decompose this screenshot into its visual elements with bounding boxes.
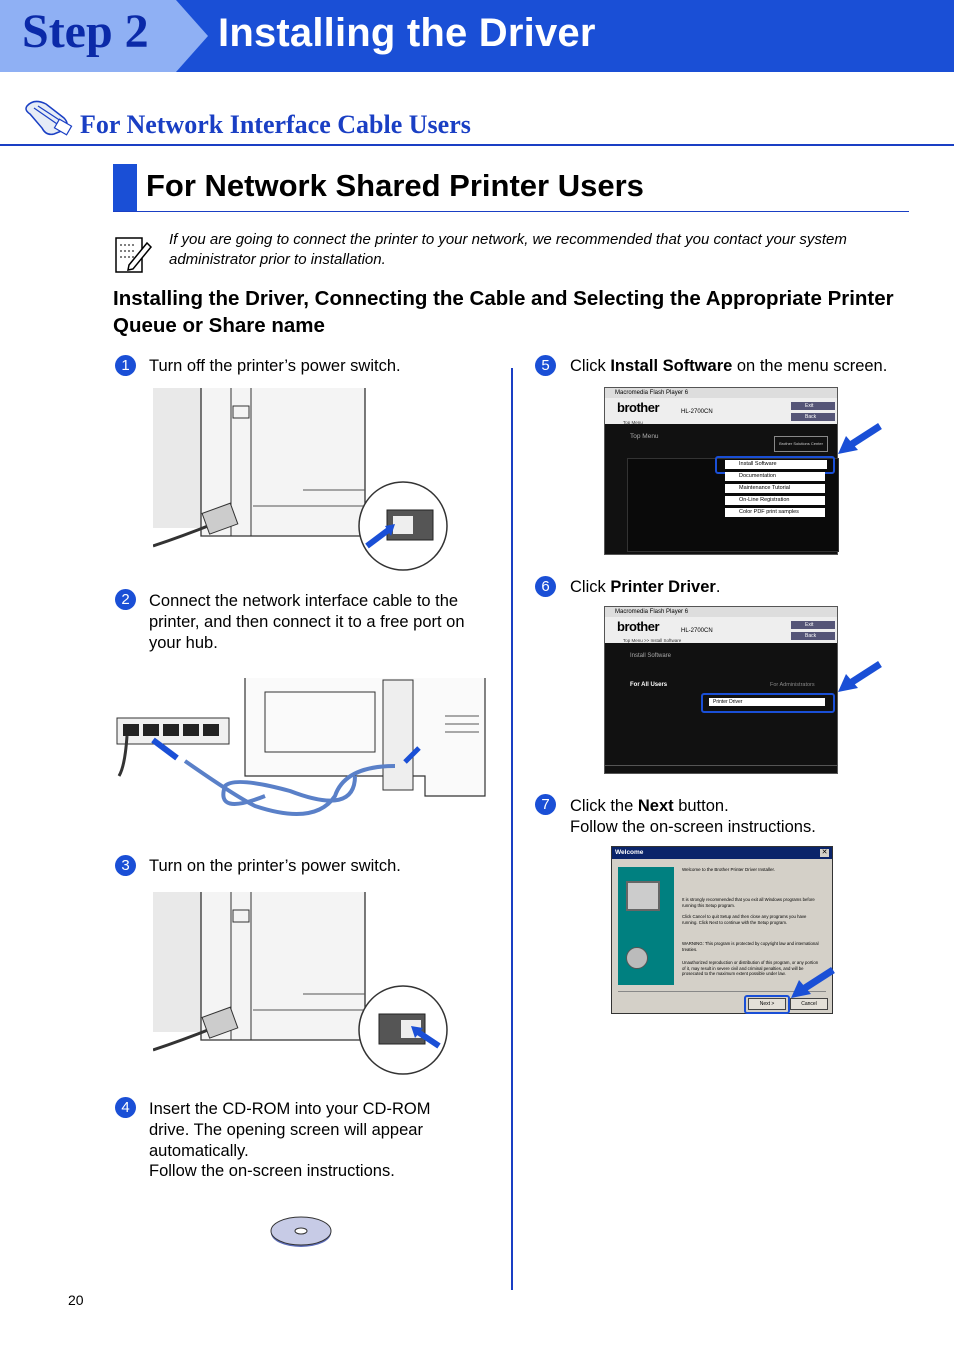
procedure-heading: Installing the Driver, Connecting the Ca… [113, 287, 894, 337]
page-number: 20 [68, 1292, 84, 1308]
subsection-rule [113, 211, 909, 212]
screenshot-install-software: Macromedia Flash Player 6 brother HL-270… [604, 606, 838, 774]
brother-logo: brother [617, 400, 660, 415]
dialog-para-3: WARNING: This program is protected by co… [682, 941, 819, 952]
screenshot-top-menu: Macromedia Flash Player 6 brother HL-270… [604, 387, 839, 555]
install-software-label: Install Software [610, 357, 733, 375]
step-number-5: 5 [535, 355, 556, 376]
dialog-title: Welcome [612, 847, 832, 859]
step-7-text: Click the Next button. [570, 797, 729, 815]
computer-icon [626, 881, 660, 911]
brother-logo: brother [617, 619, 660, 634]
back-button[interactable]: Back [791, 632, 835, 640]
section-rule [0, 144, 954, 146]
printer-power-off-illustration [153, 388, 448, 571]
printer-driver-item[interactable]: Printer Driver [709, 698, 825, 706]
dialog-para-4: Unauthorized reproduction or distributio… [682, 960, 819, 976]
network-cable-illustration [116, 678, 486, 816]
subsection-bar [113, 164, 137, 212]
step-4-text: Insert the CD-ROM into your CD-ROM drive… [149, 1100, 431, 1160]
welcome-text: Welcome to the Brother Printer Driver In… [682, 867, 775, 872]
screenshot-welcome-dialog: Welcome ✕ Welcome to the Brother Printer… [611, 846, 833, 1014]
step-1-text: Turn off the printer’s power switch. [149, 357, 401, 375]
pointer-arrow-icon [838, 661, 882, 692]
step-number-3: 3 [115, 855, 136, 876]
step-number-4: 4 [115, 1097, 136, 1118]
menu-online-registration[interactable]: On-Line Registration [725, 496, 825, 505]
printer-power-on-illustration [153, 892, 448, 1075]
close-icon[interactable]: ✕ [820, 849, 829, 857]
step-number-6: 6 [535, 576, 556, 597]
for-all-users-label: For All Users [630, 682, 668, 688]
dialog-para-1: It is strongly recommended that you exit… [682, 897, 815, 908]
step-5-text: Click Install Software on the menu scree… [570, 357, 888, 375]
highlight-box [744, 995, 790, 1014]
disc-icon [626, 947, 648, 969]
menu-heading: Top Menu [630, 433, 659, 440]
subsection-title: For Network Shared Printer Users [146, 168, 644, 203]
for-administrators-label[interactable]: For Administrators [770, 682, 815, 688]
dialog-para-2: Click Cancel to quit Setup and then clos… [682, 914, 807, 925]
menu-maintenance-tutorial[interactable]: Maintenance Tutorial [725, 484, 825, 493]
step-label: Step 2 [22, 5, 149, 58]
model-label: HL-2700CN [681, 409, 713, 415]
highlight-box [701, 693, 835, 713]
column-divider [511, 368, 513, 1290]
pointer-arrow-icon [838, 423, 882, 454]
cd-rom-icon [270, 1216, 332, 1247]
step-2-text: Connect the network interface cable to t… [149, 592, 465, 652]
breadcrumb: Top Menu >> Install Software [623, 638, 682, 643]
page-title: Installing the Driver [218, 11, 596, 55]
menu-documentation[interactable]: Documentation [725, 472, 825, 481]
step-3-text: Turn on the printer’s power switch. [149, 857, 401, 875]
next-button[interactable]: Next > [748, 998, 786, 1010]
note-text: If you are going to connect the printer … [169, 231, 847, 268]
exit-button[interactable]: Exit [791, 402, 835, 410]
step-7-followup: Follow the on-screen instructions. [570, 818, 816, 836]
step-number-2: 2 [115, 589, 136, 610]
menu-install-software[interactable]: Install Software [725, 460, 827, 469]
cancel-button[interactable]: Cancel [790, 998, 828, 1010]
breadcrumb: Top Menu [623, 420, 643, 425]
exit-button[interactable]: Exit [791, 621, 835, 629]
printer-driver-label: Printer Driver [610, 578, 716, 596]
window-title: Macromedia Flash Player 6 [605, 607, 837, 617]
pointer-arrow-icon [791, 967, 835, 998]
step-4-followup: Follow the on-screen instructions. [149, 1162, 395, 1180]
step-tab [0, 0, 208, 72]
dialog-separator [618, 991, 826, 992]
network-cable-icon [25, 100, 73, 136]
step-number-7: 7 [535, 794, 556, 815]
section-title: For Network Interface Cable Users [80, 110, 471, 139]
model-label: HL-2700CN [681, 628, 713, 634]
note-pencil-icon [115, 237, 153, 273]
solutions-center-button[interactable]: Brother Solutions Center [774, 436, 828, 452]
menu-heading: Install Software [630, 653, 672, 659]
step-number-1: 1 [115, 355, 136, 376]
menu-color-pdf[interactable]: Color PDF print samples [725, 508, 825, 517]
window-title: Macromedia Flash Player 6 [605, 388, 837, 398]
back-button[interactable]: Back [791, 413, 835, 421]
footer-line [605, 765, 837, 766]
step-6-text: Click Printer Driver. [570, 578, 721, 596]
next-label: Next [637, 797, 674, 815]
